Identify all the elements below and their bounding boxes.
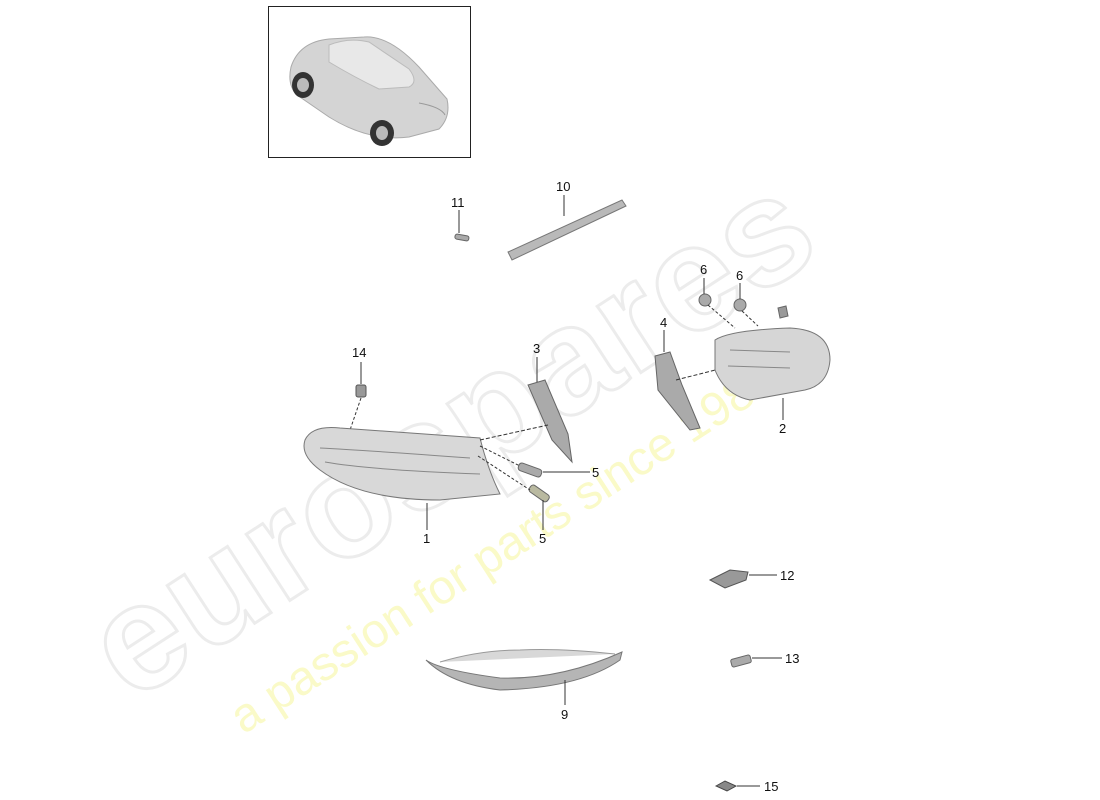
part-3-seal[interactable]: [527, 379, 573, 464]
part-5-screw-b[interactable]: [528, 484, 551, 503]
callout-15: 15: [764, 779, 779, 794]
callout-13: 13: [785, 651, 800, 666]
part-11-screw[interactable]: [454, 233, 470, 242]
part-14-bolt[interactable]: [355, 384, 367, 398]
part-12-bulb-holder[interactable]: [708, 569, 749, 589]
callout-4: 4: [660, 315, 668, 330]
part-9-reflector[interactable]: [425, 649, 623, 691]
part-4-seal[interactable]: [654, 351, 701, 431]
part-1-tail-light-outer[interactable]: [303, 427, 501, 501]
part-2-tail-light-inner[interactable]: [714, 305, 831, 401]
part-15-pad[interactable]: [714, 780, 738, 792]
callout-2: 2: [779, 421, 787, 436]
callout-10: 10: [556, 179, 571, 194]
part-6-nut-a[interactable]: [698, 293, 712, 307]
callout-3: 3: [533, 341, 541, 356]
callout-6b: 6: [736, 268, 744, 283]
callout-5b: 5: [539, 531, 547, 546]
callout-5a: 5: [592, 465, 600, 480]
part-5-screw-a[interactable]: [517, 462, 543, 478]
vehicle-thumbnail: [268, 6, 471, 158]
car-icon: [289, 36, 449, 146]
callout-12: 12: [780, 568, 795, 583]
callout-9: 9: [561, 707, 569, 722]
part-13-bulb[interactable]: [730, 654, 752, 668]
part-6-nut-b[interactable]: [733, 298, 747, 312]
callout-6a: 6: [700, 262, 708, 277]
callout-1: 1: [423, 531, 431, 546]
callout-14: 14: [352, 345, 367, 360]
part-10-third-brake-light[interactable]: [507, 199, 627, 261]
callout-11: 11: [451, 195, 465, 210]
